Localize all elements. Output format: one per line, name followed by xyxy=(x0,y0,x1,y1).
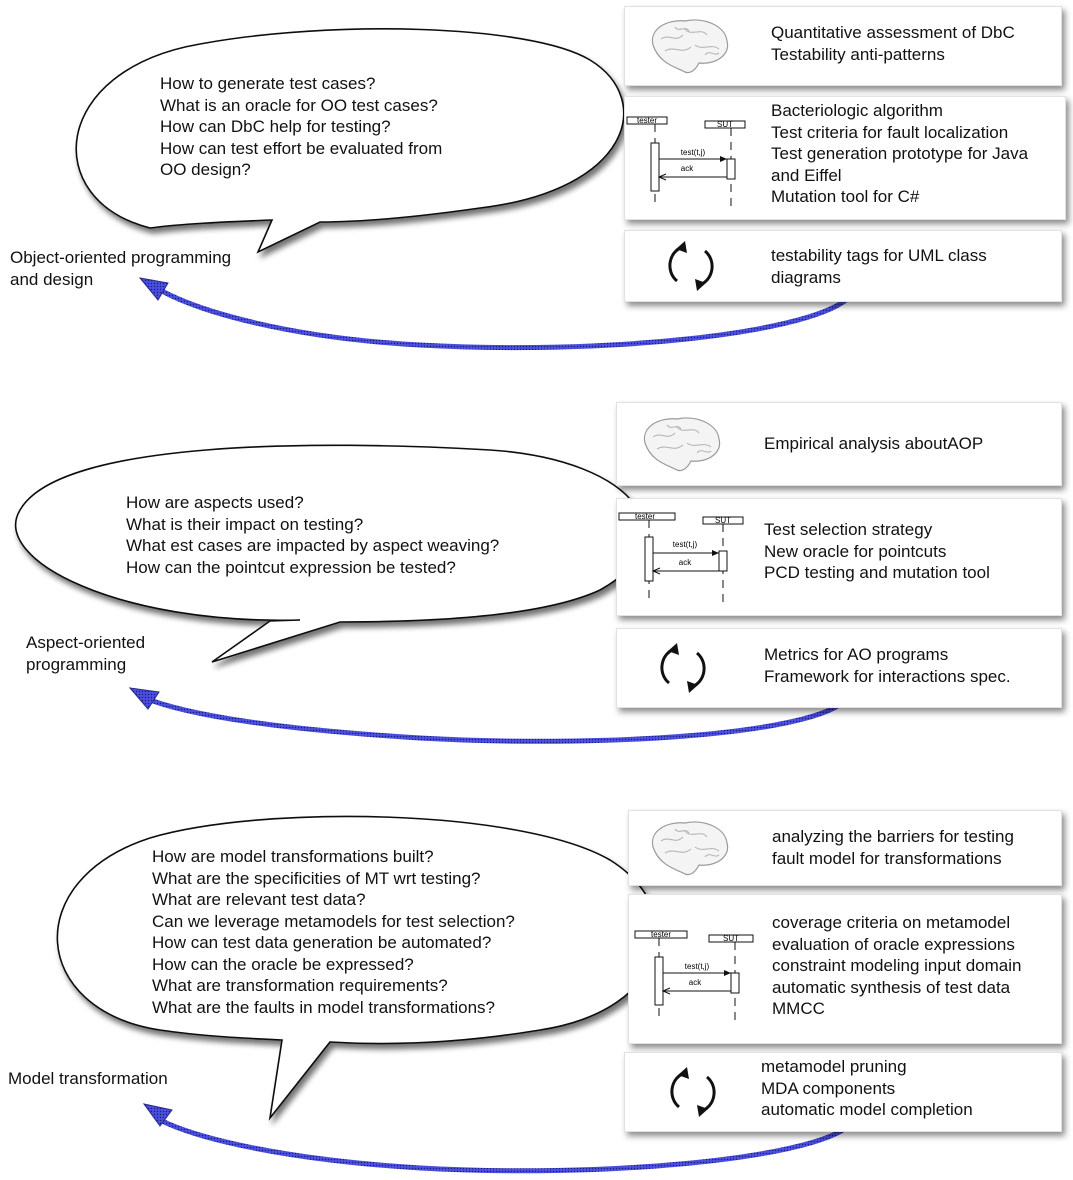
question-line: What are the specificities of MT wrt tes… xyxy=(152,868,481,888)
reply-label: ack xyxy=(679,558,692,567)
topic-line: Model transformation xyxy=(8,1069,168,1088)
cycle-line: automatic model completion xyxy=(761,1100,973,1119)
testing-text-2: Test selection strategy New oracle for p… xyxy=(764,519,990,584)
question-line: How can test effort be evaluated from xyxy=(160,138,443,158)
analysis-line: fault model for transformations xyxy=(772,848,1002,868)
analysis-box-3: analyzing the barriers for testing fault… xyxy=(628,810,1062,886)
testing-line: automatic synthesis of test data xyxy=(772,977,1011,997)
topic-line: programming xyxy=(26,654,127,674)
lifeline-sut-label: SUT xyxy=(715,516,731,525)
feedback-arrow-3 xyxy=(142,1103,849,1174)
analysis-text-1: Quantitative assessment of DbC Testabili… xyxy=(771,22,1015,65)
message-label: test(t,j) xyxy=(673,540,698,549)
cycle-line: Framework for interactions spec. xyxy=(764,666,1011,686)
topic-line: and design xyxy=(10,269,94,289)
analysis-text-2: Empirical analysis aboutAOP xyxy=(764,433,983,455)
topic-label-1: Object-oriented programming and design xyxy=(10,247,231,290)
question-line: OO design? xyxy=(160,160,251,179)
cycle-arrows-icon xyxy=(670,1067,716,1117)
testing-line: constraint modeling input domain xyxy=(772,956,1022,975)
question-line: How to generate test cases? xyxy=(160,74,376,93)
analysis-line: Testability anti-patterns xyxy=(771,44,945,64)
analysis-line: Empirical analysis aboutAOP xyxy=(764,434,984,453)
testing-box-2: tester SUT test(t,j) ack Test selection … xyxy=(616,498,1062,616)
testing-line: Test selection strategy xyxy=(764,520,933,539)
testing-line: New oracle for pointcuts xyxy=(764,541,947,561)
testing-line: Bacteriologic algorithm xyxy=(771,101,943,120)
question-line: Can we leverage metamodels for test sele… xyxy=(152,911,515,931)
question-line: How can the pointcut expression be teste… xyxy=(126,557,456,577)
analysis-box-2: Empirical analysis aboutAOP xyxy=(616,402,1062,486)
testing-line: Test criteria for fault localization xyxy=(771,122,1009,142)
cycle-arrows-icon xyxy=(660,643,706,693)
reply-label: ack xyxy=(681,164,694,173)
analysis-line: analyzing the barriers for testing xyxy=(772,827,1014,846)
question-line: What are transformation requirements? xyxy=(152,976,448,995)
speech-bubble-1 xyxy=(75,28,625,254)
cycle-box-2: Metrics for AO programs Framework for in… xyxy=(616,628,1062,708)
question-line: What are relevant test data? xyxy=(152,890,366,909)
cycle-line: diagrams xyxy=(771,267,841,287)
lifeline-tester-label: tester xyxy=(651,930,671,939)
message-label: test(t,j) xyxy=(681,148,706,157)
brain-icon xyxy=(643,417,721,472)
cycle-arrows-icon xyxy=(668,241,714,291)
lifeline-sut-label: SUT xyxy=(717,120,733,129)
cycle-line: testability tags for UML class xyxy=(771,246,987,265)
topic-label-3: Model transformation xyxy=(8,1068,168,1090)
cycle-line: MDA components xyxy=(761,1078,896,1098)
brain-icon xyxy=(651,19,729,74)
cycle-text-2: Metrics for AO programs Framework for in… xyxy=(764,644,1011,687)
sequence-diagram-icon: tester SUT test(t,j) ack xyxy=(626,116,746,207)
reply-label: ack xyxy=(689,978,702,987)
testing-text-3: coverage criteria on metamodel evaluatio… xyxy=(772,912,1021,1020)
message-label: test(t,j) xyxy=(685,962,710,971)
testing-line: MMCC xyxy=(772,999,825,1018)
testing-line: Test generation prototype for Java xyxy=(771,144,1029,163)
speech-bubble-3 xyxy=(56,815,659,1121)
feedback-arrow-1 xyxy=(138,277,849,351)
analysis-text-3: analyzing the barriers for testing fault… xyxy=(772,826,1014,869)
testing-line: PCD testing and mutation tool xyxy=(764,563,990,582)
topic-line: Object-oriented programming xyxy=(10,248,232,267)
feedback-arrow-2 xyxy=(128,687,845,744)
question-line: How can DbC help for testing? xyxy=(160,117,391,136)
question-line: How can test data generation be automate… xyxy=(152,933,492,952)
testing-line: evaluation of oracle expressions xyxy=(772,934,1015,954)
testing-line: coverage criteria on metamodel xyxy=(772,913,1011,932)
lifeline-tester-label: tester xyxy=(637,116,657,125)
testing-box-3: tester SUT test(t,j) ack coverage criter… xyxy=(628,894,1062,1044)
testing-box-1: tester SUT test(t,j) ack Bacteriologic a… xyxy=(624,96,1066,220)
cycle-line: Metrics for AO programs xyxy=(764,645,949,664)
cycle-box-3: metamodel pruning MDA components automat… xyxy=(624,1052,1062,1132)
testing-line: Mutation tool for C# xyxy=(771,187,920,206)
testing-line: and Eiffel xyxy=(771,165,842,185)
sequence-diagram-icon: tester SUT test(t,j) ack xyxy=(634,930,754,1021)
analysis-box-1: Quantitative assessment of DbC Testabili… xyxy=(624,6,1062,86)
sequence-diagram-icon: tester SUT test(t,j) ack xyxy=(618,512,744,603)
questions-2: How are aspects used? What is their impa… xyxy=(126,492,499,578)
question-line: What is an oracle for OO test cases? xyxy=(160,95,438,115)
question-line: What are the faults in model transformat… xyxy=(152,997,495,1017)
cycle-text-3: metamodel pruning MDA components automat… xyxy=(761,1056,973,1121)
cycle-box-1: testability tags for UML class diagrams xyxy=(624,230,1062,302)
testing-text-1: Bacteriologic algorithm Test criteria fo… xyxy=(771,100,1028,208)
question-line: What est cases are impacted by aspect we… xyxy=(126,536,500,555)
cycle-line: metamodel pruning xyxy=(761,1057,907,1076)
speech-bubble-2 xyxy=(14,444,646,663)
questions-3: How are model transformations built? Wha… xyxy=(152,846,515,1018)
topic-label-2: Aspect-oriented programming xyxy=(26,632,145,675)
question-line: How are aspects used? xyxy=(126,493,304,512)
questions-1: How to generate test cases? What is an o… xyxy=(160,73,442,181)
analysis-line: Quantitative assessment of DbC xyxy=(771,23,1015,42)
cycle-text-1: testability tags for UML class diagrams xyxy=(771,245,987,288)
lifeline-sut-label: SUT xyxy=(723,934,739,943)
question-line: How are model transformations built? xyxy=(152,847,434,866)
brain-icon xyxy=(651,821,729,876)
question-line: What is their impact on testing? xyxy=(126,514,364,534)
topic-line: Aspect-oriented xyxy=(26,633,146,652)
lifeline-tester-label: tester xyxy=(635,512,655,521)
question-line: How can the oracle be expressed? xyxy=(152,954,414,974)
